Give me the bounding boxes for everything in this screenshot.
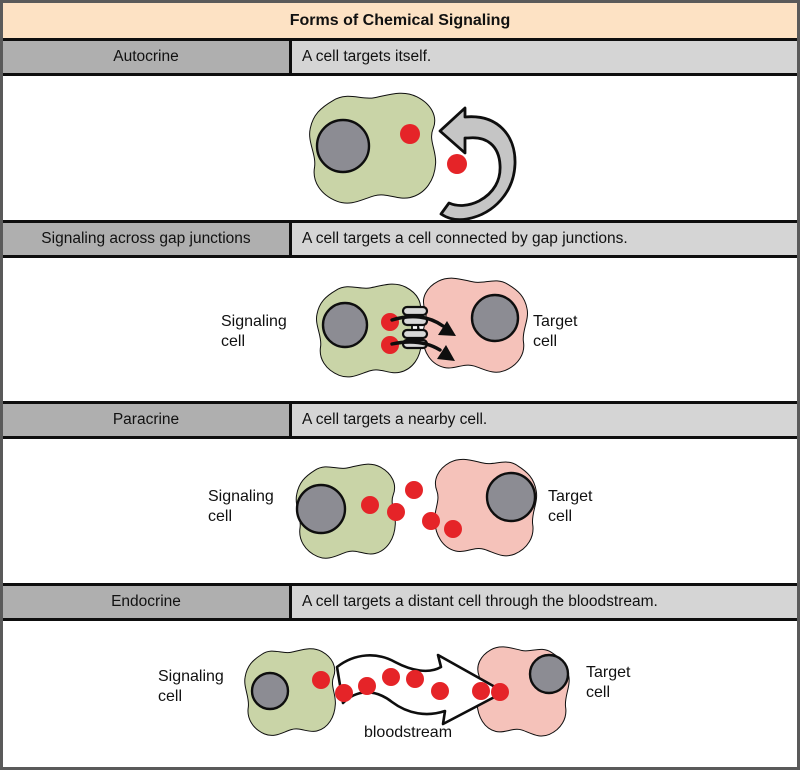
junction-arrow: [390, 340, 442, 352]
ligand-dot: [400, 124, 420, 144]
ligand-dot: [358, 677, 376, 695]
nucleus: [315, 118, 371, 174]
nucleus: [528, 653, 570, 695]
ligand-dot: [361, 496, 379, 514]
term-cell-gap-junctions: Signaling across gap junctions: [3, 223, 292, 255]
endocrine-illustration: Signaling cell Target cell bloodstream: [3, 621, 797, 767]
target-cell-label: Target cell: [548, 488, 593, 525]
ligand-dot: [447, 154, 467, 174]
signaling-cell-label: Signaling cell: [158, 668, 224, 705]
term-cell-autocrine: Autocrine: [3, 41, 292, 73]
junction-arrow: [390, 314, 445, 328]
paracrine-illustration: Signaling cell Target cell: [3, 439, 797, 586]
desc-cell-autocrine: A cell targets itself.: [292, 41, 797, 73]
autocrine-arrow: [438, 106, 517, 220]
junction-arrow-head: [438, 321, 456, 336]
ligand-dot: [312, 671, 330, 689]
term-cell-endocrine: Endocrine: [3, 586, 292, 618]
ligand-dot: [491, 683, 509, 701]
header-row-autocrine: Autocrine A cell targets itself.: [3, 41, 797, 76]
nucleus: [485, 471, 537, 523]
header-row-paracrine: Paracrine A cell targets a nearby cell.: [3, 404, 797, 439]
ligand-dot: [472, 682, 490, 700]
table-title: Forms of Chemical Signaling: [3, 3, 797, 41]
desc-cell-endocrine: A cell targets a distant cell through th…: [292, 586, 797, 618]
target-cell-label: Target cell: [533, 313, 578, 350]
gap-junction-art: [316, 277, 528, 378]
nucleus: [470, 293, 520, 343]
nucleus: [321, 301, 369, 349]
nucleus: [250, 671, 290, 711]
ligand-dot: [444, 520, 462, 538]
header-row-endocrine: Endocrine A cell targets a distant cell …: [3, 586, 797, 621]
ligand-dot: [431, 682, 449, 700]
nucleus: [295, 483, 347, 535]
signaling-cell-label: Signaling cell: [208, 488, 274, 525]
signaling-cell-label: Signaling cell: [221, 313, 287, 350]
ligand-dot: [387, 503, 405, 521]
autocrine-illustration: [3, 76, 797, 223]
ligand-dot: [381, 336, 399, 354]
header-row-gap-junctions: Signaling across gap junctions A cell ta…: [3, 223, 797, 258]
target-cell-label: Target cell: [586, 664, 631, 701]
ligand-dot: [422, 512, 440, 530]
ligand-dot: [381, 313, 399, 331]
ligand-dot: [406, 670, 424, 688]
ligand-dot: [382, 668, 400, 686]
ligand-dot: [405, 481, 423, 499]
ligand-dot: [335, 684, 353, 702]
gap-junction-illustration: Signaling cell Target cell: [3, 258, 797, 404]
junction-arrow-head: [437, 345, 455, 361]
autocrine-art: [309, 92, 517, 220]
term-cell-paracrine: Paracrine: [3, 404, 292, 436]
bloodstream-label: bloodstream: [363, 724, 453, 741]
paracrine-art: [295, 458, 538, 559]
desc-cell-paracrine: A cell targets a nearby cell.: [292, 404, 797, 436]
endocrine-art: [244, 646, 570, 737]
desc-cell-gap-junctions: A cell targets a cell connected by gap j…: [292, 223, 797, 255]
